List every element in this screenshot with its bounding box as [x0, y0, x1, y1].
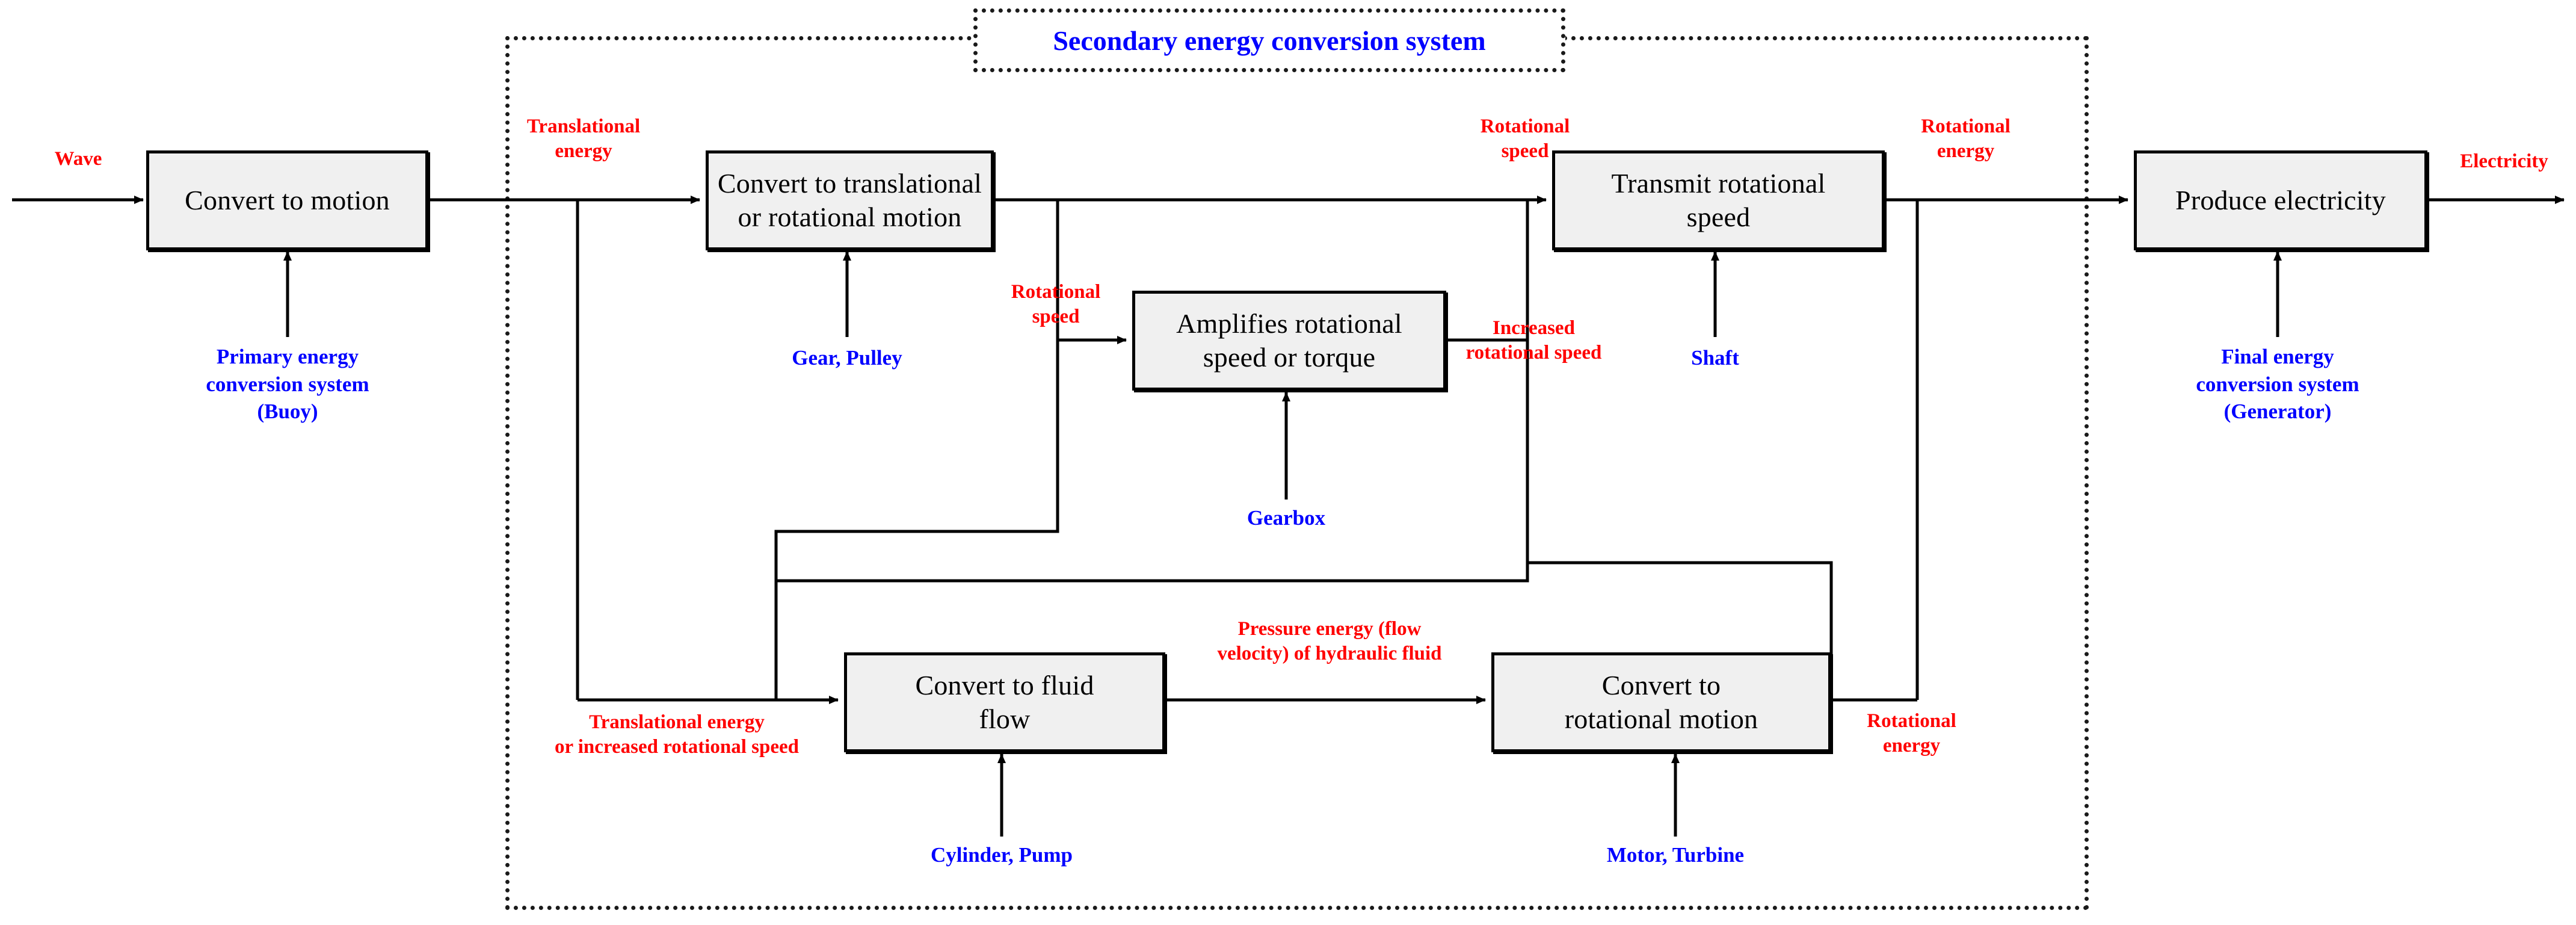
edge-rotational-motion-to-transmit	[1527, 561, 1833, 700]
component-label-primary-energy-conversion-system: Primary energy conversion system (Buoy)	[206, 345, 369, 423]
node-label: Convert to rotational motion	[1564, 669, 1758, 734]
flow-label-wave: Wave	[54, 148, 102, 170]
flow-label-pressure-energy: Pressure energy (flow velocity) of hydra…	[1217, 618, 1442, 665]
flow-label-rotational-speed-gearbox-in: Rotational speed	[1011, 281, 1101, 328]
node-produce-electricity[interactable]: Produce electricity	[2134, 150, 2427, 250]
node-convert-to-motion[interactable]: Convert to motion	[146, 150, 428, 250]
node-label: Convert to translational or rotational m…	[717, 167, 982, 232]
component-label-shaft: Shaft	[1691, 346, 1739, 370]
component-label-final-energy-conversion-system: Final energy conversion system (Generato…	[2196, 345, 2359, 423]
node-transmit-rotational-speed[interactable]: Transmit rotational speed	[1552, 150, 1885, 250]
node-amplifies-rotational-speed-or-torque[interactable]: Amplifies rotational speed or torque	[1132, 291, 1446, 391]
node-convert-to-rotational-motion[interactable]: Convert to rotational motion	[1491, 652, 1831, 752]
node-label: Produce electricity	[2175, 184, 2386, 215]
node-label: Transmit rotational speed	[1611, 167, 1826, 232]
node-convert-to-fluid-flow[interactable]: Convert to fluid flow	[844, 652, 1165, 752]
node-label: Convert to fluid flow	[915, 669, 1094, 734]
flow-label-rotational-energy-bottom: Rotational energy	[1867, 710, 1956, 757]
flow-label-rotational-speed-shaft-in: Rotational speed	[1480, 116, 1570, 162]
secondary-system-title-box: Secondary energy conversion system	[973, 8, 1565, 72]
component-label-gear-pulley: Gear, Pulley	[792, 346, 902, 370]
node-label: Convert to motion	[185, 184, 390, 215]
node-convert-to-translational-or-rotational-motion[interactable]: Convert to translational or rotational m…	[706, 150, 994, 250]
flow-label-electricity: Electricity	[2460, 150, 2548, 172]
node-label: Amplifies rotational speed or torque	[1176, 308, 1402, 373]
flow-label-translational-energy: Translational energy	[526, 116, 641, 162]
component-label-cylinder-pump: Cylinder, Pump	[931, 843, 1073, 867]
flow-label-rotational-energy-top: Rotational energy	[1921, 116, 2011, 162]
component-label-motor-turbine: Motor, Turbine	[1606, 843, 1745, 867]
edge-amplifies-bottom-rail	[774, 563, 1529, 700]
flow-label-increased-rotational-speed: Increased rotational speed	[1465, 317, 1602, 364]
secondary-system-title: Secondary energy conversion system	[1053, 25, 1486, 56]
edge-rotational-down-rail	[774, 340, 1059, 700]
component-label-gearbox: Gearbox	[1246, 506, 1326, 530]
flow-label-translational-energy-or-increased-rotational-speed: Translational energy or increased rotati…	[554, 711, 800, 758]
